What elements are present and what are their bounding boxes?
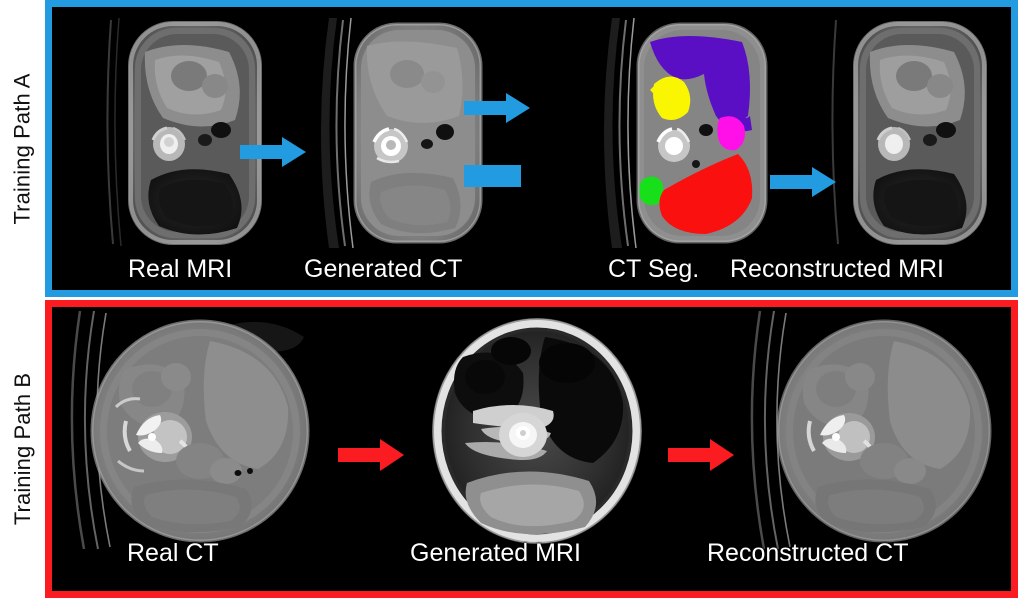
image-reconstructed-ct[interactable]: [742, 311, 1011, 549]
seg-region-stomach: [653, 76, 691, 120]
seg-region-kidney: [639, 176, 664, 206]
seg-region-gallbladder: [717, 116, 745, 151]
image-generated-ct[interactable]: [307, 12, 502, 252]
arrow-generated-mri-to-reconstructed-ct: [668, 439, 734, 471]
image-ct-segmentation[interactable]: [592, 12, 787, 252]
panel-training-path-b: Real CT Generated MRI Reconstructed CT: [45, 300, 1018, 598]
caption-generated-ct: Generated CT: [304, 255, 463, 283]
image-reconstructed-mri[interactable]: [820, 12, 1011, 252]
side-label-path-b-text: Training Path B: [10, 372, 36, 526]
arrow-real-ct-to-generated-mri: [338, 439, 404, 471]
arrow-generated-ct-to-ct-seg: [464, 93, 530, 123]
caption-reconstructed-mri: Reconstructed MRI: [730, 255, 944, 283]
arrow-ct-seg-to-reconstructed-mri: [770, 167, 836, 197]
panel-b-inner: Real CT Generated MRI Reconstructed CT: [52, 307, 1011, 591]
side-label-path-a: Training Path A: [0, 0, 46, 298]
side-label-path-a-text: Training Path A: [10, 73, 36, 225]
arrow-generated-ct-to-reconstructed-mri: [464, 165, 521, 187]
caption-real-mri: Real MRI: [128, 255, 233, 283]
image-generated-mri[interactable]: [407, 311, 667, 549]
arrow-real-mri-to-generated-ct: [240, 137, 306, 167]
caption-ct-seg: CT Seg.: [608, 255, 700, 283]
side-label-path-b: Training Path B: [0, 300, 46, 598]
image-real-ct[interactable]: [60, 311, 340, 549]
image-real-mri[interactable]: [97, 12, 292, 252]
panel-training-path-a: Real MRI Generated CT CT Seg. Reconstruc…: [45, 0, 1018, 297]
panel-a-inner: Real MRI Generated CT CT Seg. Reconstruc…: [52, 7, 1011, 290]
seg-region-bowel: [659, 154, 753, 234]
